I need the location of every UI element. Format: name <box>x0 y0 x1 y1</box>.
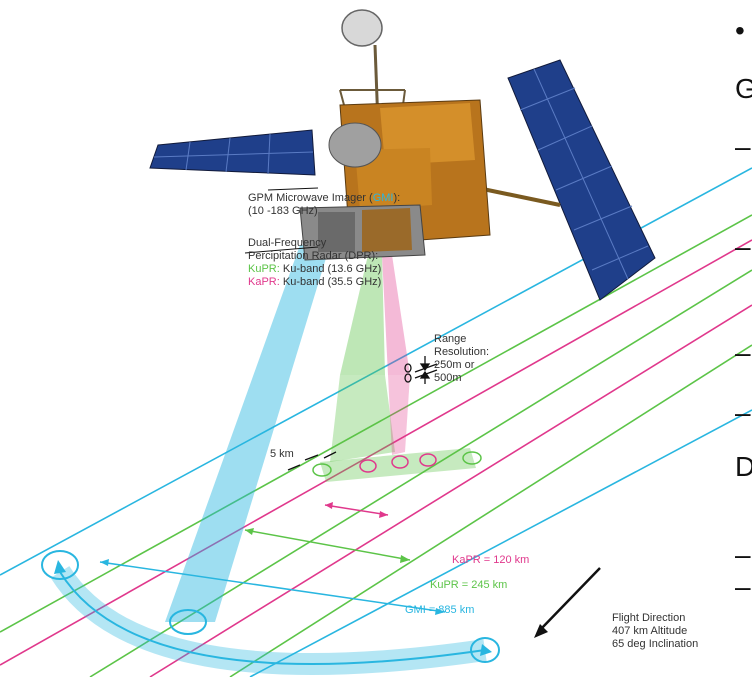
kapr-desc: Ku-band (35.5 GHz) <box>282 276 382 288</box>
sidebar-glyph-dash-1: – <box>735 131 751 162</box>
sidebar-glyph-d: D <box>735 451 752 482</box>
kupr-label: KuPR: Ku-band (13.6 GHz) <box>248 263 381 276</box>
range-label-line3: 250m or <box>434 359 475 371</box>
kapr-beam <box>382 255 410 375</box>
kupr-swath-label: KuPR = 245 km <box>430 579 508 591</box>
sidebar-glyph-dash-4: – <box>735 397 751 428</box>
range-label-line1: Range <box>434 333 467 345</box>
range-label-line4: 500m <box>434 372 462 384</box>
kupr-beam <box>340 255 385 375</box>
sidebar-glyph-dash-2: – <box>735 231 751 262</box>
gmi-swath-label: GMI = 885 km <box>405 604 475 616</box>
sidebar-glyph-dash-6: – <box>735 571 751 602</box>
kapr-label: KaPR: Ku-band (35.5 GHz) <box>248 276 381 289</box>
satellite-body <box>299 9 491 261</box>
swath-dimension-arrows <box>99 502 446 615</box>
flight-direction-arrow <box>534 567 601 638</box>
sensor-beams <box>165 245 410 622</box>
range-resolution-marker <box>404 356 438 384</box>
sidebar-glyph-dash-3: – <box>735 337 751 368</box>
footprint-size-marker <box>287 451 337 471</box>
footprint-size-label: 5 km <box>270 448 294 460</box>
antenna-dish <box>341 9 383 47</box>
range-label-line2: Resolution: <box>434 346 490 358</box>
radar-footprint-strip <box>312 448 482 482</box>
solar-panel-left <box>149 129 316 176</box>
gmi-label-abbr: GMI <box>372 192 394 204</box>
gmi-beam <box>165 245 330 622</box>
ku-track-line-3 <box>229 344 752 677</box>
sidebar-glyph-g: G <box>735 73 752 104</box>
ku-track-line-2 <box>89 269 752 677</box>
ka-track-line-2 <box>149 304 752 677</box>
inclination-label: 65 deg Inclination <box>612 638 699 650</box>
gmi-label-prefix: GPM Microwave Imager ( <box>248 192 373 204</box>
label-leader-lines <box>244 187 319 254</box>
ku-track-line-1 <box>0 214 752 633</box>
sidebar-glyph-dash-5: – <box>735 539 751 570</box>
altitude-label: 407 km Altitude <box>612 625 688 637</box>
gmi-track-line-right <box>249 409 752 677</box>
kapr-swath-label: KaPR = 120 km <box>452 554 530 566</box>
ka-track-line-1 <box>0 239 752 666</box>
gmi-label-suffix: ): <box>393 192 401 204</box>
kapr-abbr: KaPR: <box>248 276 280 288</box>
kupr-abbr: KuPR: <box>248 263 280 275</box>
kupr-desc: Ku-band (13.6 GHz) <box>282 263 382 275</box>
dpr-title-line2: Percipitation Radar (DPR): <box>248 250 379 262</box>
solar-panel-right <box>477 59 656 301</box>
dpr-title-line1: Dual-Frequency <box>248 237 327 249</box>
gmi-scan-arc <box>41 550 500 676</box>
sidebar-glyph-bullet: • <box>735 15 745 46</box>
gmi-frequency-label: (10 -183 GHz) <box>248 205 318 217</box>
gmi-label: GPM Microwave Imager (GMI): <box>248 192 400 205</box>
flight-direction-label: Flight Direction <box>612 612 686 624</box>
